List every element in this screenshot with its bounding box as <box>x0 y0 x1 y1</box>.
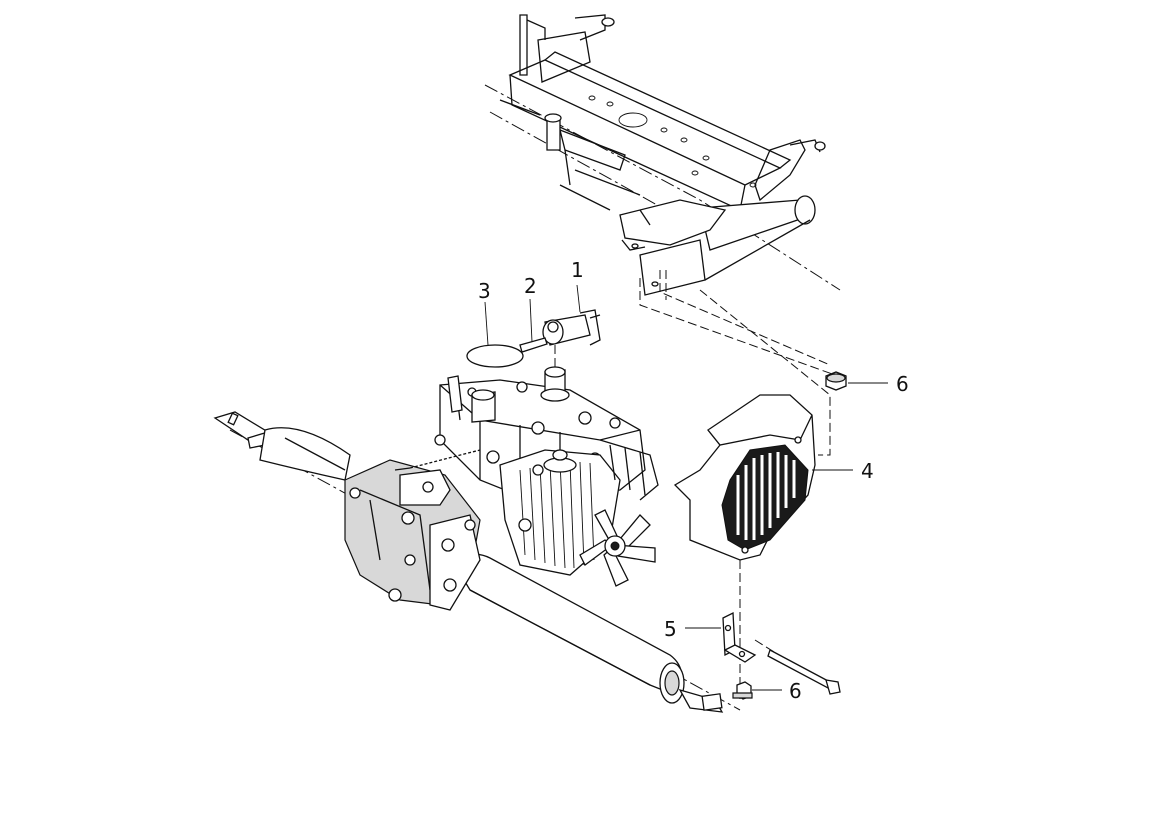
callout-5: 5 <box>664 617 677 641</box>
axle-tube-right <box>454 553 724 713</box>
part-1-control-arm <box>542 309 601 346</box>
callout-3: 3 <box>478 279 491 303</box>
part-2-pin <box>519 337 548 353</box>
part-6-bolts <box>732 371 847 700</box>
callout-6-upper: 6 <box>896 372 909 396</box>
part-3-retaining-ring <box>466 344 524 368</box>
part-4-fan-guard <box>673 394 816 561</box>
chassis-frame <box>484 14 841 296</box>
leader-lines <box>484 284 888 691</box>
bolt-lower <box>732 681 753 700</box>
transmission-housing <box>344 366 646 611</box>
callout-4: 4 <box>861 459 874 483</box>
callout-6-lower: 6 <box>789 679 802 703</box>
bolt-long <box>767 649 841 695</box>
callout-labels: 1 2 3 4 5 6 6 <box>478 258 909 703</box>
cooling-fan <box>499 439 659 587</box>
callout-1: 1 <box>571 258 584 282</box>
callout-2: 2 <box>524 274 537 298</box>
part-5-bracket <box>722 611 757 663</box>
bolt-upper <box>825 371 847 391</box>
